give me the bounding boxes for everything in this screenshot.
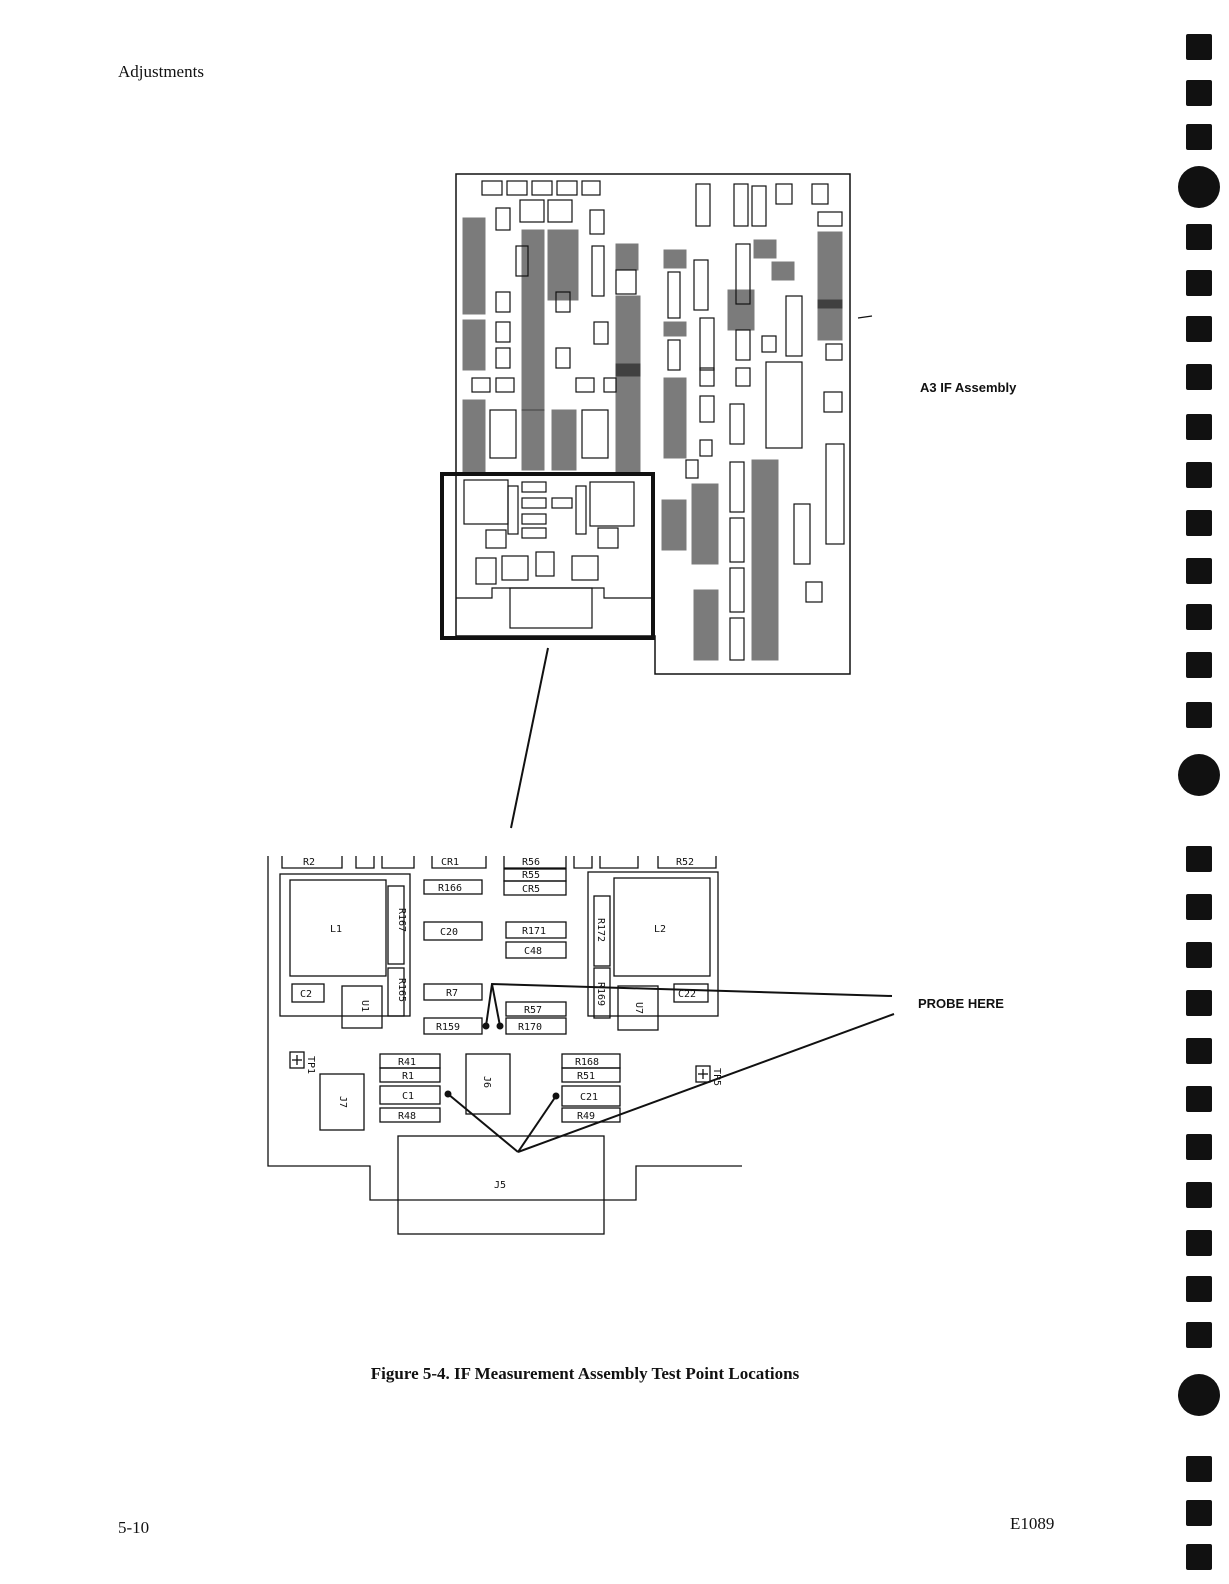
label-r171: R171 bbox=[522, 926, 546, 937]
label-c1: C1 bbox=[402, 1091, 414, 1102]
probe-label: PROBE HERE bbox=[918, 996, 1004, 1011]
edge-mark bbox=[1186, 316, 1212, 342]
edge-mark bbox=[1186, 1086, 1212, 1112]
edge-mark bbox=[1186, 510, 1212, 536]
label-r41: R41 bbox=[398, 1057, 416, 1068]
page-number: 5-10 bbox=[118, 1518, 150, 1537]
edge-mark bbox=[1186, 1456, 1212, 1482]
board-title: A3 IF Assembly bbox=[920, 380, 1017, 395]
edge-mark bbox=[1186, 1544, 1212, 1570]
edge-mark bbox=[1186, 1038, 1212, 1064]
edge-mark bbox=[1186, 224, 1212, 250]
label-r172: R172 bbox=[595, 918, 606, 942]
probe-points bbox=[444, 1022, 560, 1100]
document-code: E1089 bbox=[1010, 1514, 1055, 1533]
label-c48: C48 bbox=[524, 946, 542, 957]
edge-mark bbox=[1186, 124, 1212, 150]
label-r48: R48 bbox=[398, 1111, 416, 1122]
label-r57: R57 bbox=[524, 1005, 542, 1016]
figure-caption: Figure 5-4. IF Measurement Assembly Test… bbox=[370, 1364, 800, 1383]
edge-mark bbox=[1186, 652, 1212, 678]
edge-mark bbox=[1186, 702, 1212, 728]
edge-mark bbox=[1186, 1230, 1212, 1256]
label-r56: R56 bbox=[522, 857, 540, 868]
label-r2: R2 bbox=[303, 857, 315, 868]
leader-line bbox=[510, 647, 549, 829]
label-r7: R7 bbox=[446, 988, 458, 999]
label-r51: R51 bbox=[577, 1071, 595, 1082]
edge-mark bbox=[1186, 1182, 1212, 1208]
edge-mark bbox=[1186, 1276, 1212, 1302]
edge-mark bbox=[1186, 462, 1212, 488]
edge-mark bbox=[1186, 894, 1212, 920]
label-l1: L1 bbox=[330, 924, 342, 935]
edge-mark bbox=[1186, 558, 1212, 584]
label-c2: C2 bbox=[300, 989, 312, 1000]
edge-mark bbox=[1186, 414, 1212, 440]
label-r55: R55 bbox=[522, 870, 540, 881]
edge-mark bbox=[1186, 270, 1212, 296]
label-cr1: CR1 bbox=[441, 857, 459, 868]
edge-mark bbox=[1186, 1500, 1212, 1526]
label-u1: U1 bbox=[359, 1000, 370, 1012]
binder-hole bbox=[1178, 1374, 1220, 1416]
edge-mark bbox=[1186, 604, 1212, 630]
edge-mark bbox=[1186, 1322, 1212, 1348]
label-tp5: TP5 bbox=[711, 1068, 722, 1086]
edge-mark bbox=[1186, 364, 1212, 390]
binder-hole bbox=[1178, 754, 1220, 796]
label-j6: J6 bbox=[481, 1076, 492, 1088]
edge-mark bbox=[1186, 34, 1212, 60]
label-tp1: TP1 bbox=[305, 1056, 316, 1074]
label-l2: L2 bbox=[654, 924, 666, 935]
label-r167: R167 bbox=[396, 908, 407, 932]
label-c21: C21 bbox=[580, 1092, 598, 1103]
label-r168: R168 bbox=[575, 1057, 599, 1068]
detail-highlight-box bbox=[440, 472, 655, 640]
binder-hole bbox=[1178, 166, 1220, 208]
edge-mark bbox=[1186, 942, 1212, 968]
edge-mark bbox=[1186, 990, 1212, 1016]
probe-leaders bbox=[447, 982, 895, 1153]
board-detail bbox=[267, 856, 742, 1235]
component-labels: R2 CR1 R56 R55 CR5 R52 R166 L1 R167 C20 … bbox=[300, 857, 722, 1191]
label-u7: U7 bbox=[633, 1002, 644, 1014]
label-r159: R159 bbox=[436, 1022, 460, 1033]
label-r52: R52 bbox=[676, 857, 694, 868]
label-r49: R49 bbox=[577, 1111, 595, 1122]
label-j5: J5 bbox=[494, 1180, 506, 1191]
edge-mark bbox=[1186, 80, 1212, 106]
label-r1: R1 bbox=[402, 1071, 414, 1082]
label-r165: R165 bbox=[396, 978, 407, 1002]
label-cr5: CR5 bbox=[522, 884, 540, 895]
board-overview bbox=[440, 173, 873, 675]
label-r170: R170 bbox=[518, 1022, 542, 1033]
label-j7: J7 bbox=[337, 1096, 348, 1108]
label-r169: R169 bbox=[595, 982, 606, 1006]
label-r166: R166 bbox=[438, 883, 462, 894]
page-header: Adjustments bbox=[118, 62, 204, 81]
edge-mark bbox=[1186, 846, 1212, 872]
label-c20: C20 bbox=[440, 927, 458, 938]
label-c22: C22 bbox=[678, 989, 696, 1000]
edge-mark bbox=[1186, 1134, 1212, 1160]
